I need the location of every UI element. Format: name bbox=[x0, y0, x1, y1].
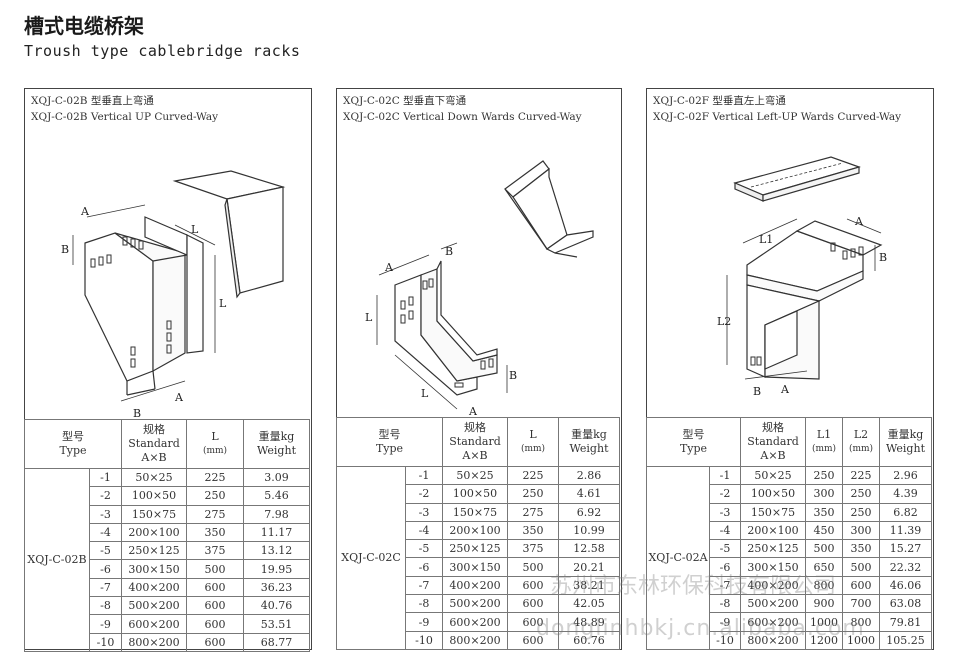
panel-02b: XQJ-C-02B 型垂直上弯通 XQJ-C-02B Vertical UP C… bbox=[24, 88, 312, 652]
dim-label-a: A bbox=[80, 205, 90, 218]
page-title: 槽式电缆桥架 bbox=[24, 14, 144, 38]
model-cell: XQJ-C-02B bbox=[24, 468, 90, 652]
dim-label-l: L bbox=[421, 387, 429, 400]
dim-label-a-bottom: A bbox=[174, 391, 184, 404]
dim-label-b-bottom: B bbox=[133, 407, 141, 417]
vertical-left-up-bend-drawing: L1 L2 A B B A bbox=[717, 156, 887, 398]
caption-zh: XQJ-C-02B 型垂直上弯通 bbox=[31, 95, 154, 107]
dim-label-b-bottom: B bbox=[753, 385, 761, 398]
dim-label-l1: L1 bbox=[759, 233, 773, 246]
page-subtitle: Troush type cablebridge racks bbox=[24, 42, 301, 60]
vertical-down-bend-drawing: A B L L A B bbox=[365, 160, 594, 417]
watermark-company: 苏州市东林环保科技有限公司 bbox=[550, 574, 837, 599]
caption-en: XQJ-C-02C Vertical Down Wards Curved-Way bbox=[343, 111, 582, 123]
caption-zh: XQJ-C-02C 型垂直下弯通 bbox=[343, 95, 467, 107]
caption-en: XQJ-C-02B Vertical UP Curved-Way bbox=[31, 111, 219, 123]
caption-en: XQJ-C-02F Vertical Left-UP Wards Curved-… bbox=[653, 111, 902, 123]
model-cell: XQJ-C-02A bbox=[646, 466, 710, 650]
header-l2: L2(mm) bbox=[842, 417, 880, 467]
dim-label-a-bottom: A bbox=[468, 405, 478, 417]
dim-label-b: B bbox=[445, 245, 453, 258]
header-l: L(mm) bbox=[186, 419, 244, 469]
dim-label-l-vertical: L bbox=[219, 297, 227, 310]
vertical-up-bend-drawing: A L L B B A bbox=[61, 170, 286, 417]
panel-caption: XQJ-C-02C 型垂直下弯通 XQJ-C-02C Vertical Down… bbox=[343, 93, 582, 125]
dim-label-a: A bbox=[854, 215, 864, 228]
dim-label-b-right: B bbox=[509, 369, 517, 382]
panel-02f: XQJ-C-02F 型垂直左上弯通 XQJ-C-02F Vertical Lef… bbox=[646, 88, 934, 650]
dim-label-l-vertical: L bbox=[365, 311, 373, 324]
dim-label-b: B bbox=[879, 251, 887, 264]
dim-label-l: L bbox=[191, 223, 199, 236]
dim-label-l2: L2 bbox=[717, 315, 731, 328]
dim-label-a-bottom: A bbox=[780, 383, 790, 396]
watermark-url: donglinhbkj.cn.alibaba.com bbox=[536, 616, 865, 641]
caption-zh: XQJ-C-02F 型垂直左上弯通 bbox=[653, 95, 786, 107]
dim-label-b: B bbox=[61, 243, 69, 256]
header-l: L(mm) bbox=[507, 417, 559, 467]
model-cell: XQJ-C-02C bbox=[336, 466, 406, 650]
dim-label-a: A bbox=[384, 261, 394, 274]
panel-caption: XQJ-C-02F 型垂直左上弯通 XQJ-C-02F Vertical Lef… bbox=[653, 93, 901, 125]
panel-02c: XQJ-C-02C 型垂直下弯通 XQJ-C-02C Vertical Down… bbox=[336, 88, 622, 650]
panel-caption: XQJ-C-02B 型垂直上弯通 XQJ-C-02B Vertical UP C… bbox=[31, 93, 218, 125]
header-l1: L1(mm) bbox=[805, 417, 843, 467]
